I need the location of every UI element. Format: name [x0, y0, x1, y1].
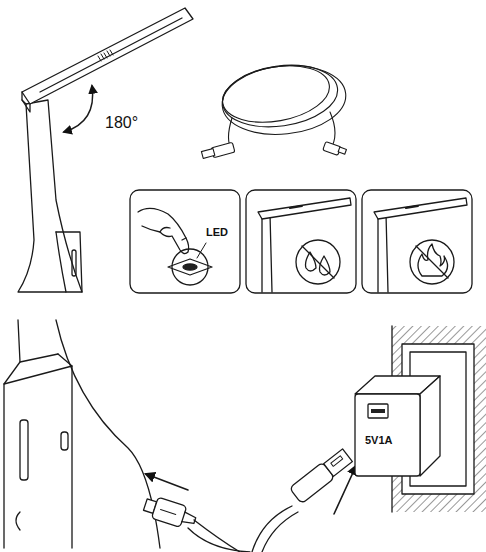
angle-label: 180°: [104, 114, 139, 132]
usb-cable: [201, 58, 349, 158]
micro-usb-plug: [142, 474, 250, 552]
led-label: LED: [205, 226, 229, 238]
usb-a-plug: [252, 447, 356, 552]
desk-lamp: [18, 8, 193, 292]
warning-panels: [130, 190, 472, 293]
lamp-base: [4, 320, 160, 548]
rating-label: 5V1A: [364, 434, 394, 446]
usb-adapter: [355, 376, 440, 476]
